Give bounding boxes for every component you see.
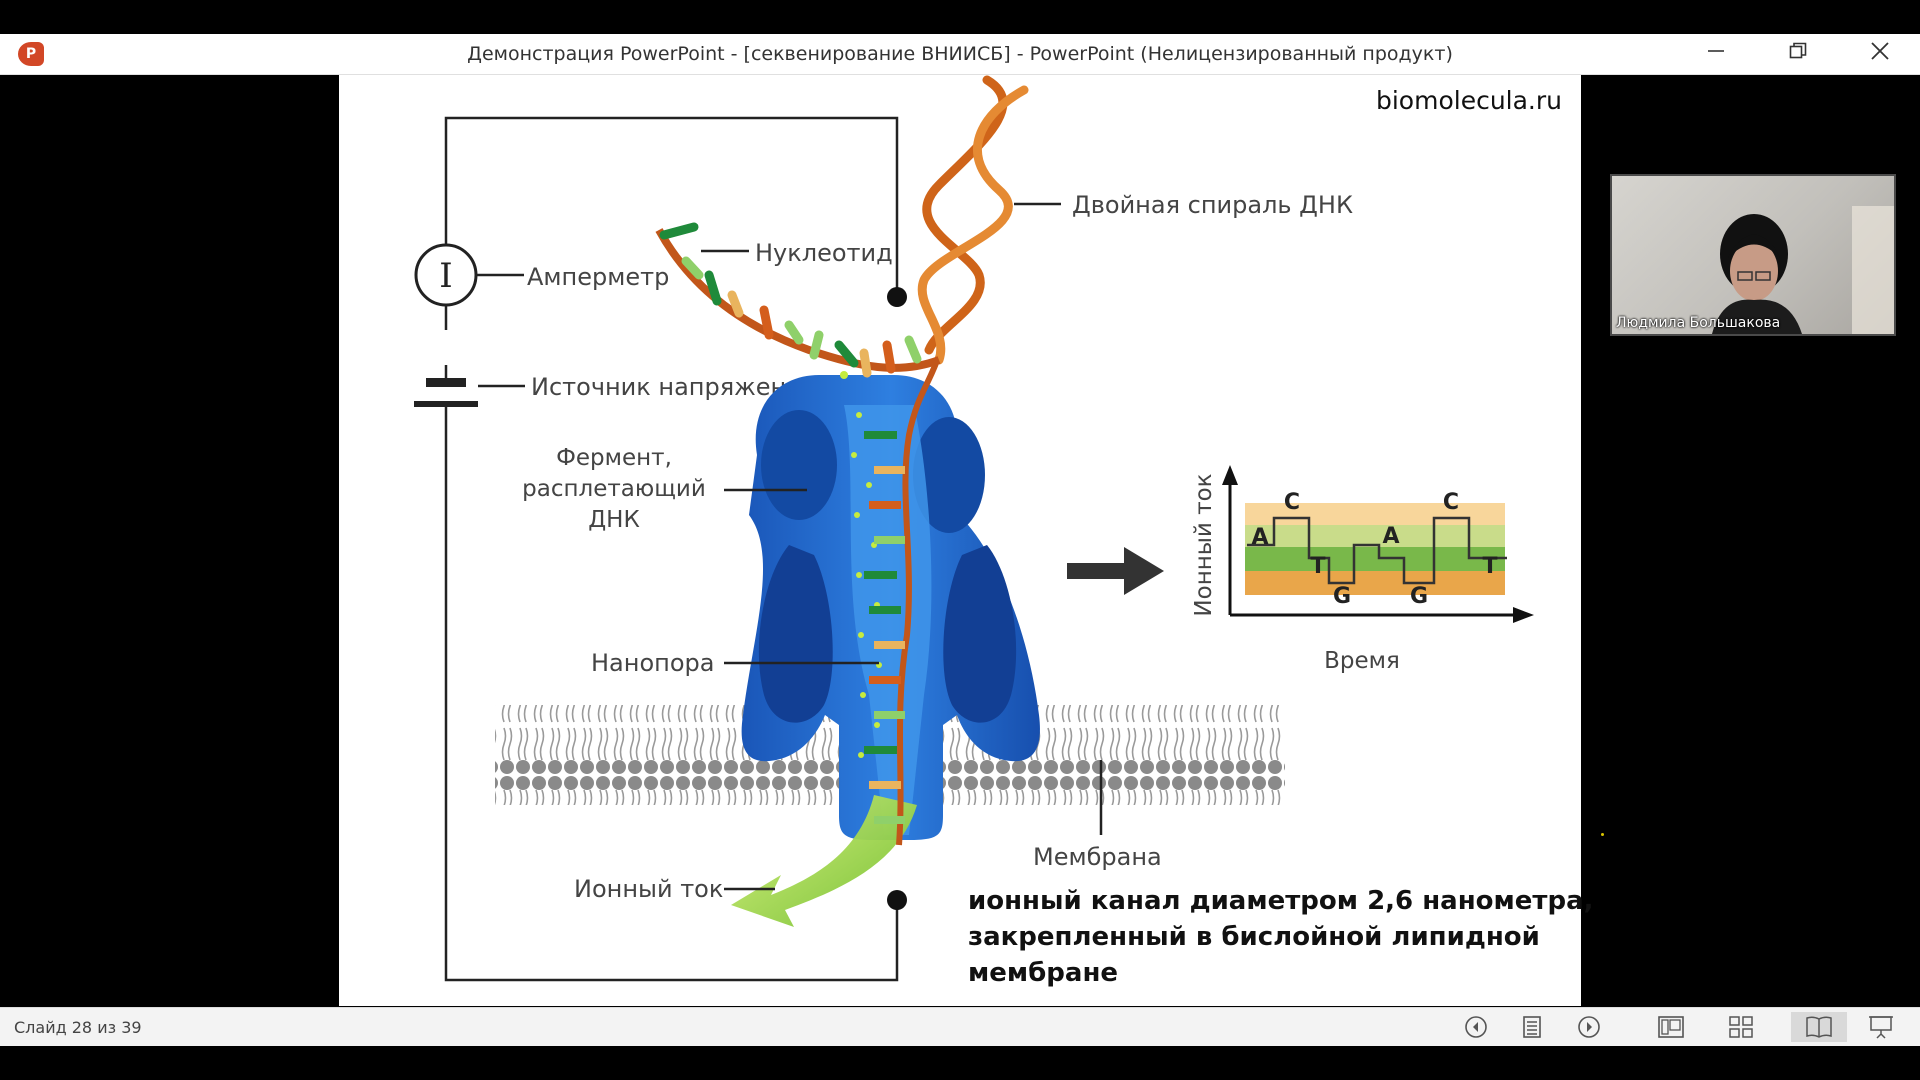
caption-line2: закрепленный в бислойной липидной [968,922,1540,952]
restore-button[interactable] [1758,34,1838,74]
close-icon [1871,42,1889,60]
laser-pointer-dot [1601,833,1604,836]
reading-view-icon [1806,1016,1832,1038]
voltage-source-symbol [414,378,478,407]
status-bar: Слайд 28 из 39 [0,1007,1920,1046]
restore-icon [1789,42,1807,59]
powerpoint-app-icon: P [18,42,44,66]
slide-show-icon [1869,1016,1893,1039]
slide-sorter-icon [1729,1016,1753,1038]
caption-line3: мембране [968,958,1118,988]
participant-name: Людмила Большакова [1616,315,1781,331]
slide-list-icon [1523,1016,1541,1038]
svg-text:I: I [439,256,452,296]
dna-double-helix [917,75,1029,365]
ammeter-symbol: I [414,243,478,307]
previous-slide-button[interactable] [1456,1012,1496,1042]
participant-video[interactable]: Людмила Большакова [1610,174,1896,336]
next-slide-icon [1578,1016,1600,1038]
label-nucleotide: Нуклеотид [755,239,893,267]
plot-base-label: T [1310,554,1325,579]
normal-view-icon [1658,1016,1684,1038]
process-arrow-icon [1067,547,1164,595]
label-enzyme-line3: ДНК [588,507,640,533]
strand-bases [864,431,905,824]
electrode-top [887,287,907,307]
ionic-current-signal-plot [1222,465,1534,623]
normal-view-button[interactable] [1651,1012,1691,1042]
free-nucleotides [659,222,922,378]
label-voltage-source: Источник напряжения [531,373,816,401]
label-nanopore: Нанопора [591,649,714,677]
minimize-button[interactable] [1676,34,1756,74]
plot-base-label: T [1482,554,1497,579]
plot-base-label: G [1333,584,1351,609]
plot-base-label: C [1284,490,1300,515]
close-button[interactable] [1840,34,1920,74]
dna-unwound-strand [655,228,941,372]
slide-sorter-button[interactable] [1721,1012,1761,1042]
slide-list-button[interactable] [1512,1012,1552,1042]
electrode-bottom [887,890,907,910]
reading-view-button[interactable] [1791,1012,1847,1042]
plot-x-label: Время [1324,648,1400,674]
plot-y-label: Ионный ток [1191,473,1217,616]
dna-single-strand [896,354,942,846]
minimize-icon [1708,50,1724,52]
next-slide-button[interactable] [1569,1012,1609,1042]
ion-current-arrow [731,795,917,927]
plot-base-label: C [1443,490,1459,515]
previous-slide-icon [1465,1016,1487,1038]
label-enzyme-line1: Фермент, [556,445,672,471]
label-ammeter: Амперметр [527,263,669,291]
slide-counter: Слайд 28 из 39 [14,1018,142,1037]
plot-base-label: A [1382,524,1399,549]
nanopore-sequencing-diagram: I Амперметр Источник напряжения [414,75,1594,988]
source-watermark: biomolecula.ru [1376,86,1562,115]
window-title: Демонстрация PowerPoint - [секвенировани… [467,43,1453,65]
label-double-helix: Двойная спираль ДНК [1072,191,1353,219]
participant-silhouette [1712,206,1894,334]
title-bar: P Демонстрация PowerPoint - [секвенирова… [0,34,1920,75]
label-ion-current: Ионный ток [574,875,723,903]
plot-base-label: G [1410,584,1428,609]
plot-base-label: A [1251,525,1268,550]
caption-line1: ионный канал диаметром 2,6 нанометра, [968,886,1594,916]
label-enzyme-line2: расплетающий [522,476,706,502]
slide-canvas[interactable]: I Амперметр Источник напряжения [339,75,1594,1006]
label-membrane: Мембрана [1033,843,1162,871]
slide-show-button[interactable] [1861,1012,1901,1042]
